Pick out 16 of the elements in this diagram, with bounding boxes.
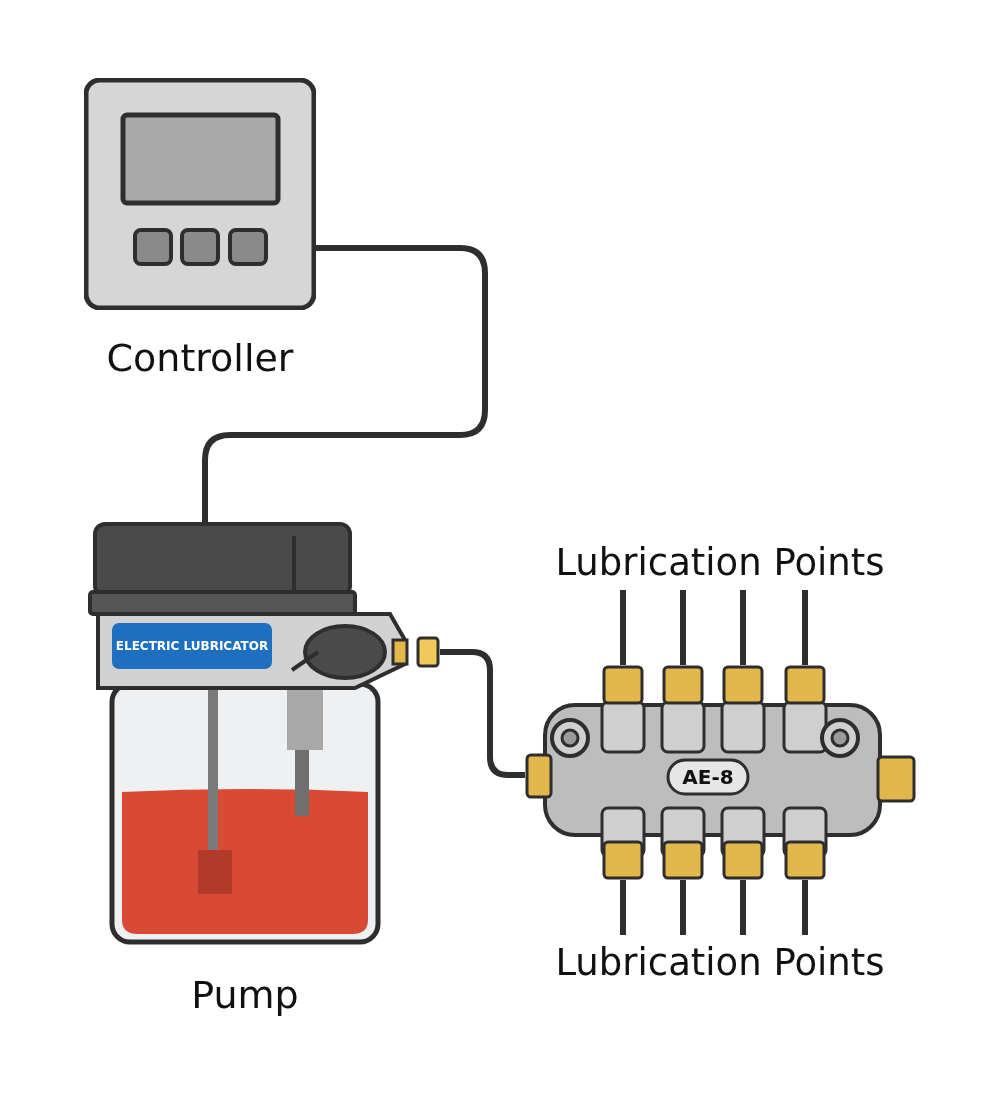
cable	[202, 245, 488, 522]
lubrication-pipe	[620, 590, 626, 665]
node-label: Pump	[190, 972, 300, 1019]
lubrication-pipe	[740, 880, 746, 935]
lubrication-pipe	[802, 880, 808, 935]
outlet-label: Lubrication Points	[554, 540, 886, 586]
outlet-label: Lubrication Points	[554, 940, 886, 986]
lubrication-pipe	[680, 880, 686, 935]
cable	[440, 649, 525, 778]
device-label: ELECTRIC LUBRICATOR	[114, 638, 270, 655]
lubrication-pipe	[620, 880, 626, 935]
node-label: Controller	[105, 335, 295, 382]
lubrication-pipe	[680, 590, 686, 665]
model-label: AE-8	[681, 764, 735, 791]
lubrication-pipe	[802, 590, 808, 665]
lubrication-pipe	[740, 590, 746, 665]
